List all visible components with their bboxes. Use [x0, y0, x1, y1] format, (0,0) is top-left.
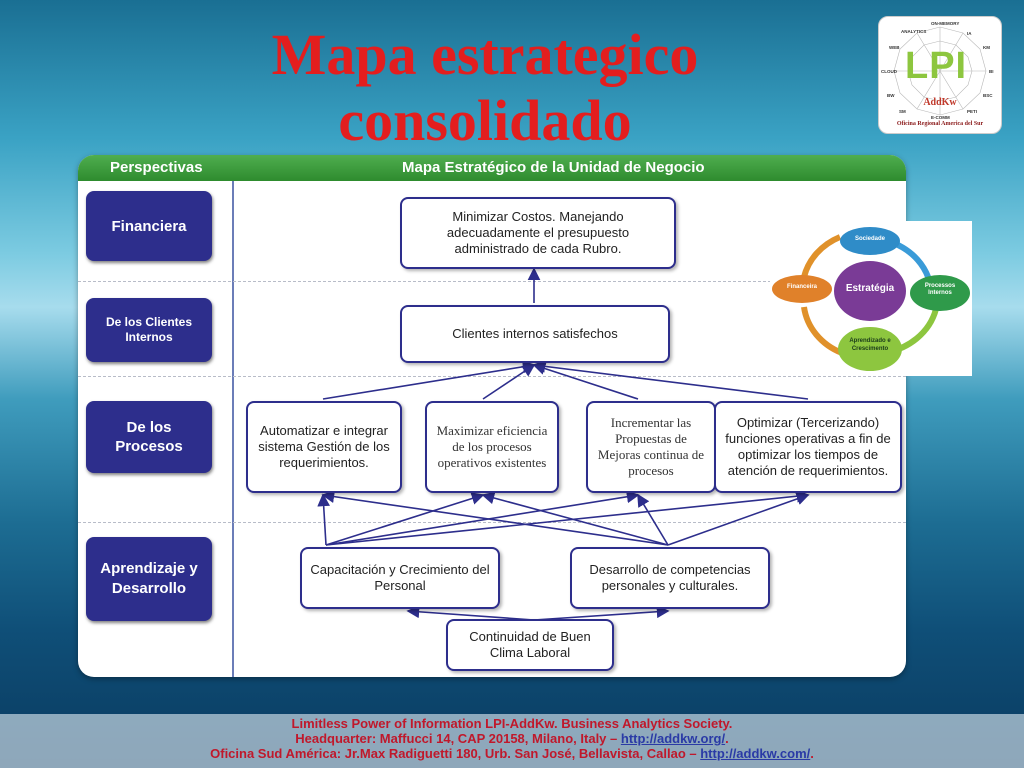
logo-label: BW — [887, 93, 895, 98]
strategy-map-panel: Perspectivas Mapa Estratégico de la Unid… — [78, 155, 906, 677]
footer-link-addkw-com[interactable]: http://addkw.com/ — [700, 746, 811, 761]
node-capacitacion: Capacitación y Crecimiento del Personal — [300, 547, 500, 609]
lpi-addkw-logo: ON-MEMORY IA KM BI BSC PETI E-COMM SM BW… — [878, 16, 1002, 134]
cycle-center: Estratégia — [845, 283, 895, 294]
cycle-financeira: Financeira — [786, 284, 817, 290]
row-divider — [78, 522, 906, 524]
node-optimizar: Optimizar (Tercerizando) funciones opera… — [714, 401, 902, 493]
node-automatizar: Automatizar e integrar sistema Gestión d… — [246, 401, 402, 493]
logo-label: E-COMM — [931, 115, 950, 120]
title-line-1: Mapa estrategico — [271, 22, 699, 87]
perspective-financiera: Financiera — [86, 191, 212, 261]
logo-label: ANALYTICS — [901, 29, 927, 34]
logo-label: SM — [899, 109, 906, 114]
footer-period: . — [810, 746, 814, 761]
node-incrementar: Incrementar las Propuestas de Mejoras co… — [586, 401, 716, 493]
cycle-sociedade: Sociedade — [854, 236, 885, 242]
perspective-aprendizaje: Aprendizaje y Desarrollo — [86, 537, 212, 621]
logo-label: BSC — [983, 93, 993, 98]
node-continuidad-clima: Continuidad de Buen Clima Laboral — [446, 619, 614, 671]
perspective-procesos: De los Procesos — [86, 401, 212, 473]
footer-period: . — [725, 731, 729, 746]
footer-line-1: Limitless Power of Information LPI-AddKw… — [291, 716, 733, 731]
cycle-aprendizado: Aprendizado e Crescimento — [849, 338, 891, 352]
node-desarrollo-competencias: Desarrollo de competencias personales y … — [570, 547, 770, 609]
footer-hq-text: Headquarter: Maffucci 14, CAP 20158, Mil… — [295, 731, 621, 746]
logo-label: CLOUD — [881, 69, 897, 74]
logo-label: WEB — [889, 45, 900, 50]
footer-office-text: Oficina Sud América: Jr.Max Radiguetti 1… — [210, 746, 701, 761]
logo-radar-graphic — [893, 26, 987, 116]
footer: Limitless Power of Information LPI-AddKw… — [0, 714, 1024, 768]
page-title: Mapa estrategico consolidado — [180, 22, 790, 154]
node-maximizar: Maximizar eficiencia de los procesos ope… — [425, 401, 559, 493]
logo-label: KM — [983, 45, 990, 50]
footer-line-2: Headquarter: Maffucci 14, CAP 20158, Mil… — [0, 731, 1024, 746]
row-divider — [78, 281, 906, 283]
node-minimizar-costos: Minimizar Costos. Manejando adecuadament… — [400, 197, 676, 269]
header-mapa: Mapa Estratégico de la Unidad de Negocio — [402, 159, 705, 176]
column-divider — [232, 181, 234, 677]
node-clientes-satisfechos: Clientes internos satisfechos — [400, 305, 670, 363]
footer-link-addkw-org[interactable]: http://addkw.org/ — [620, 731, 726, 746]
strategy-cycle-inset: Estratégia Sociedade Processos Internos … — [770, 221, 972, 376]
cycle-processos: Processos Internos — [924, 283, 956, 296]
logo-letters: LPI — [905, 45, 968, 87]
logo-label: ON-MEMORY — [931, 21, 960, 26]
connector-arrows — [317, 267, 810, 621]
logo-brand: AddKw — [923, 97, 957, 108]
footer-line-3: Oficina Sud América: Jr.Max Radiguetti 1… — [0, 746, 1024, 761]
logo-label: IA — [967, 31, 972, 36]
logo-label: PETI — [967, 109, 978, 114]
title-line-2: consolidado — [338, 88, 632, 153]
perspective-clientes: De los Clientes Internos — [86, 298, 212, 362]
cycle-graphic — [772, 227, 970, 371]
panel-header: Perspectivas Mapa Estratégico de la Unid… — [78, 155, 906, 181]
row-divider — [78, 376, 906, 378]
logo-label: BI — [989, 69, 994, 74]
header-perspectivas: Perspectivas — [110, 159, 203, 176]
logo-office: Oficina Regional America del Sur — [896, 121, 984, 127]
